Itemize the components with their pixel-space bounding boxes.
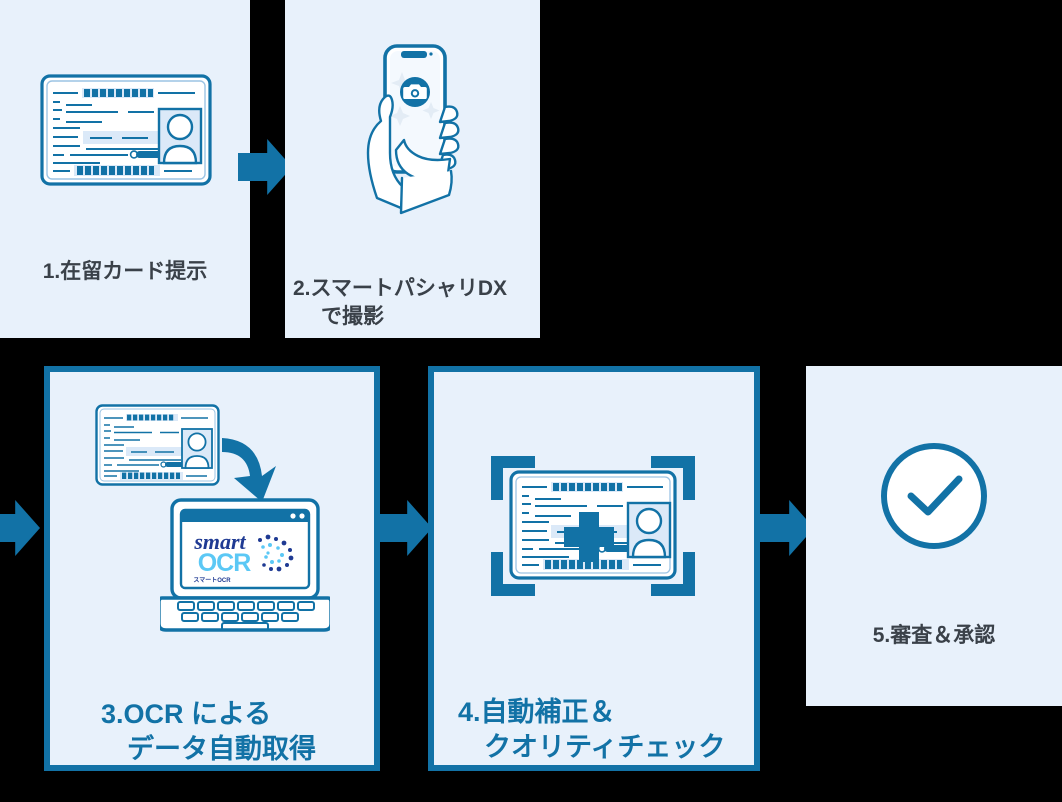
svg-text:OCR: OCR bbox=[198, 549, 252, 577]
step-panel-4 bbox=[428, 366, 760, 771]
arrow-step3-to-step4-icon bbox=[378, 500, 432, 556]
flow-diagram-canvas: 1.在留カード提示 bbox=[0, 0, 1062, 771]
step-2-caption-line2: で撮影 bbox=[321, 304, 384, 328]
step-3-caption-line2: データ自動取得 bbox=[127, 734, 316, 765]
step-2-caption-line1: 2.スマートパシャリDX bbox=[293, 277, 508, 301]
laptop-with-smart-ocr-icon: smart OCR スマートOCR bbox=[157, 498, 333, 634]
residence-card-icon bbox=[40, 74, 212, 186]
curved-down-arrow-icon bbox=[218, 434, 284, 504]
svg-text:smart: smart bbox=[193, 529, 246, 554]
card-scan-brackets-enhance-icon bbox=[487, 452, 699, 600]
step-5-caption: 5.審査＆承認 bbox=[872, 624, 996, 647]
step-3-caption-line1: 3.OCR による bbox=[101, 699, 272, 730]
step-4-caption-line1: 4.自動補正＆ bbox=[458, 697, 616, 728]
svg-text:スマートOCR: スマートOCR bbox=[193, 577, 231, 584]
arrow-row-entry-icon bbox=[0, 500, 40, 556]
check-circle-icon bbox=[878, 440, 990, 552]
arrow-step1-to-step2-icon bbox=[238, 139, 292, 195]
step-4-caption-line2: クオリティチェック bbox=[484, 732, 726, 763]
step-3-caption: 3.OCR による データ自動取得 bbox=[44, 662, 380, 802]
step-2-caption: 2.スマートパシャリDX で撮影 bbox=[285, 248, 543, 357]
step-1-caption: 1.在留カード提示 bbox=[42, 260, 208, 283]
residence-card-small-icon bbox=[95, 404, 220, 486]
step-4-caption: 4.自動補正＆ クオリティチェック bbox=[428, 660, 760, 800]
hand-holding-phone-camera-icon bbox=[352, 28, 480, 220]
